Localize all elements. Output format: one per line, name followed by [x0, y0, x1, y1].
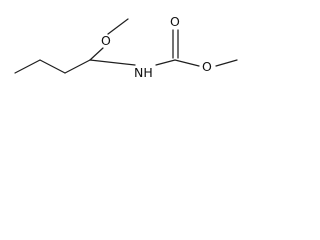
bond-carbonyl-c-ester-o	[174, 59, 200, 67]
bond-c2-c3	[39, 59, 66, 74]
methoxy-oxygen-label: O	[101, 33, 111, 48]
amine-nitrogen-label: NH	[134, 65, 153, 80]
bond-c3-c4	[64, 59, 91, 74]
bond-c4-n	[89, 59, 136, 66]
bond-ester-o-ch3	[215, 59, 238, 67]
bond-methoxy-o-ch3	[107, 18, 129, 35]
bond-c4-methoxy-o	[89, 47, 104, 61]
carbonyl-oxygen-label: O	[170, 14, 180, 29]
molecule-structure-diagram: O NH O O	[14, 14, 238, 80]
ester-oxygen-label: O	[202, 59, 212, 74]
bond-c1-c2	[14, 59, 41, 74]
bond-n-carbonyl-c	[155, 59, 176, 66]
